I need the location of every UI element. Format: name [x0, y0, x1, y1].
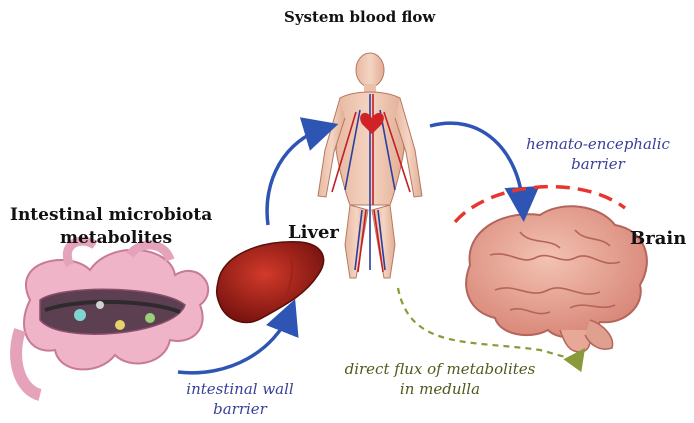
- liver-label: Liver: [288, 222, 339, 243]
- blood-flow-arrow-to-body: [267, 128, 325, 225]
- brain-icon: [466, 206, 647, 352]
- intestinal-wall-barrier-label-line1: intestinal wall: [170, 380, 310, 398]
- intestinal-wall-barrier-label-line2: barrier: [170, 400, 310, 418]
- hemato-encephalic-barrier-label-line2: barrier: [508, 155, 688, 173]
- direct-flux-label-line1: direct flux of metabolites: [330, 360, 550, 378]
- brain-label: Brain: [630, 228, 686, 249]
- system-blood-flow-label: System blood flow: [284, 8, 435, 26]
- liver-icon: [217, 242, 324, 323]
- human-body-icon: [318, 53, 422, 278]
- microbiota-label-line1: Intestinal microbiota: [10, 205, 212, 225]
- direct-flux-label-line2: in medulla: [330, 380, 550, 398]
- hemato-encephalic-barrier-label-line1: hemato-encephalic: [508, 135, 688, 153]
- microbiota-label-line2: metabolites: [60, 228, 172, 248]
